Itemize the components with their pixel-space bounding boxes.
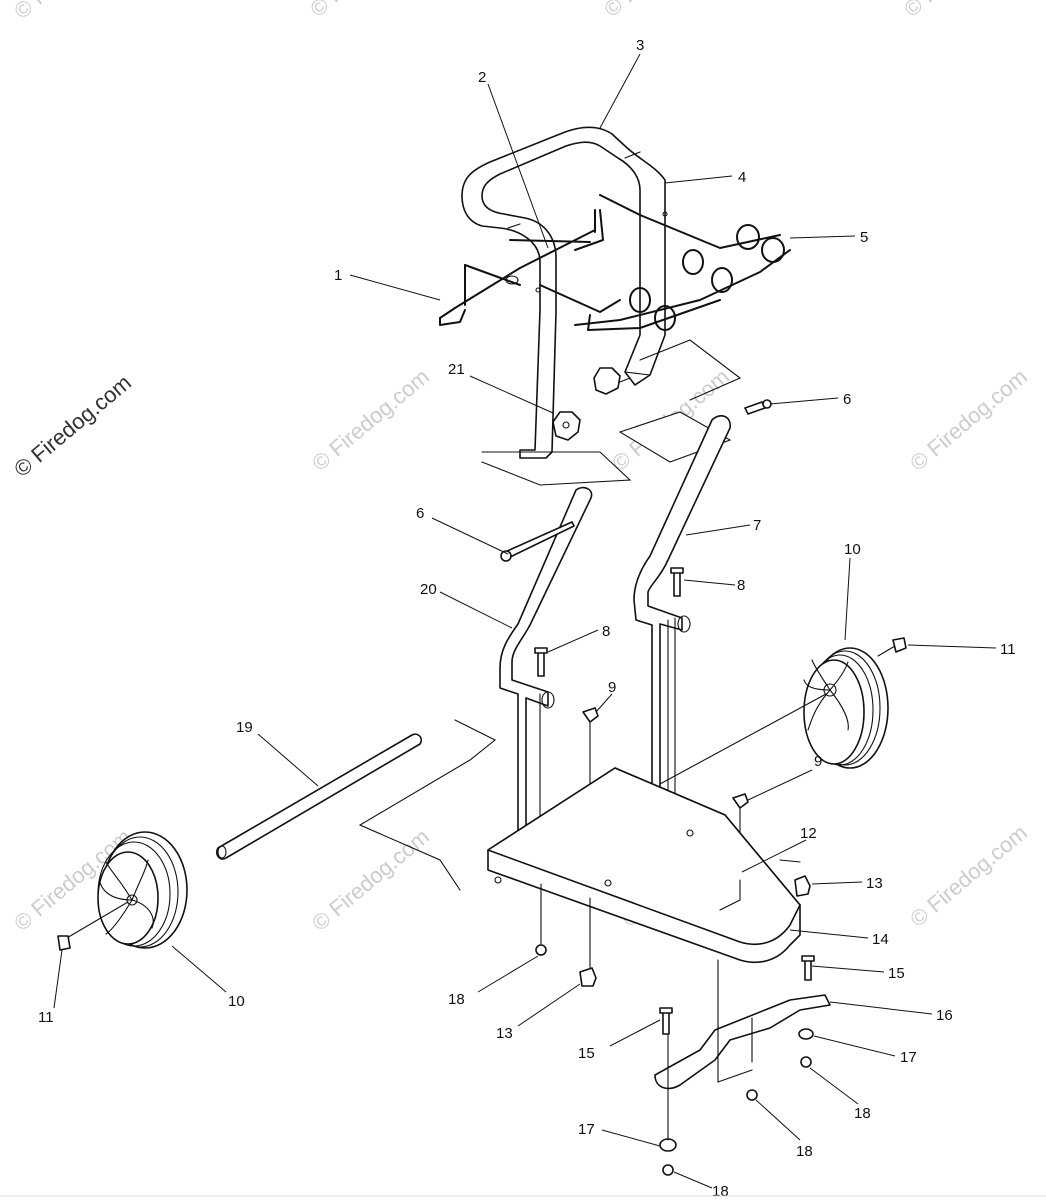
watermark: © Firedog.com: [899, 0, 1026, 22]
knob-right: [593, 367, 631, 395]
callout-12: 12: [800, 825, 817, 842]
callout-9-right: 9: [814, 753, 822, 770]
callout-17-right: 17: [900, 1049, 917, 1066]
callout-11-right: 11: [1000, 641, 1016, 658]
hose-rack-left: [439, 209, 604, 326]
watermark: © Firedog.com: [9, 0, 136, 24]
watermark: © Firedog.com: [905, 820, 1032, 932]
callout-4: 4: [738, 169, 746, 186]
frame-tube-right: [633, 415, 731, 831]
watermark: © Firedog.com: [905, 364, 1032, 476]
callout-19: 19: [236, 719, 253, 736]
callout-6-left: 6: [416, 505, 424, 522]
watermark: © Firedog.com: [305, 0, 432, 22]
callout-17-left: 17: [578, 1121, 595, 1138]
hose-rack-right: [539, 194, 791, 331]
callout-10-right: 10: [844, 541, 861, 558]
callout-9-left: 9: [608, 679, 616, 696]
callout-15-left: 15: [578, 1045, 595, 1062]
callout-13-right: 13: [866, 875, 883, 892]
callout-18-right-upper: 18: [854, 1105, 871, 1122]
callout-2: 2: [478, 69, 486, 86]
callout-18-left: 18: [448, 991, 465, 1008]
callout-18-right-lower: 18: [796, 1143, 813, 1160]
callout-13-left: 13: [496, 1025, 513, 1042]
callout-8-right: 8: [737, 577, 745, 594]
watermark-main: © Firedog.com: [9, 370, 136, 482]
callout-3: 3: [636, 37, 644, 54]
callout-7: 7: [753, 517, 761, 534]
axle: [215, 733, 423, 860]
base-plate: [487, 767, 801, 964]
watermark: © Firedog.com: [307, 364, 434, 476]
wheel-right: [659, 637, 907, 785]
wheel-left: [57, 831, 188, 951]
callout-16: 16: [936, 1007, 953, 1024]
hardware: [535, 875, 814, 1176]
callout-1: 1: [334, 267, 342, 284]
leader-lines: [53, 53, 997, 1189]
callouts: 1 2 3 4 5 21 6 6 20 7 8 8 10 11 9 9 19 1…: [38, 37, 1016, 1200]
callout-20: 20: [420, 581, 437, 598]
callout-15-right: 15: [888, 965, 905, 982]
watermark: © Firedog.com: [307, 824, 434, 936]
callout-6-right: 6: [843, 391, 851, 408]
callout-5: 5: [860, 229, 868, 246]
callout-21: 21: [448, 361, 465, 378]
upper-handle: [461, 126, 668, 459]
callout-10-left: 10: [228, 993, 245, 1010]
callout-8-left: 8: [602, 623, 610, 640]
watermark: © Firedog.com: [599, 0, 726, 22]
bolts: [500, 399, 815, 1035]
callout-18-bottom: 18: [712, 1183, 729, 1200]
knob-left: [552, 411, 581, 441]
callout-11-left: 11: [38, 1009, 54, 1026]
base-bracket: [654, 959, 831, 1090]
callout-14: 14: [872, 931, 889, 948]
